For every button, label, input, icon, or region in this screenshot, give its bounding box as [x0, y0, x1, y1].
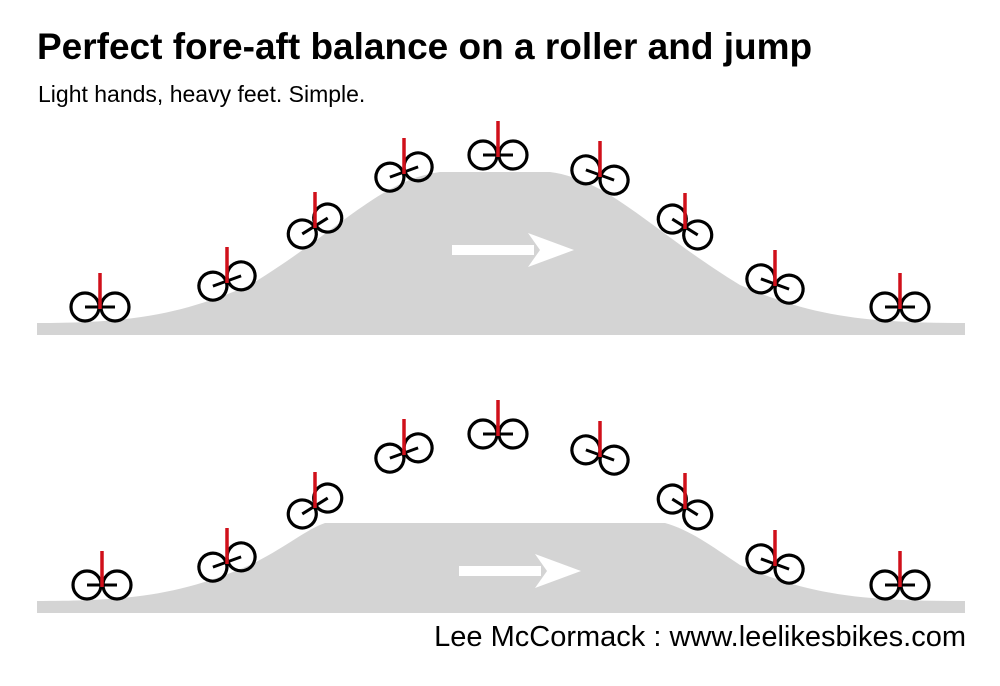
rider-icon [570, 421, 630, 476]
jump-direction-arrow [459, 554, 581, 588]
rider-icon [467, 121, 529, 171]
page-title: Perfect fore-aft balance on a roller and… [37, 26, 813, 67]
rider-icon [869, 551, 931, 601]
author-credit: Lee McCormack : www.leelikesbikes.com [434, 621, 966, 653]
rider-icon [745, 530, 805, 585]
rider-icon [71, 551, 133, 601]
rider-icon [656, 473, 714, 531]
rider-icon [869, 273, 931, 323]
rider-icon [286, 192, 344, 250]
rider-icon [467, 400, 529, 450]
rider-icon [745, 250, 805, 305]
roller-direction-arrow [452, 233, 574, 267]
rider-icon [374, 138, 434, 193]
rider-icon [197, 528, 257, 583]
rider-icon [656, 193, 714, 251]
rider-icon [197, 247, 257, 302]
page-subtitle: Light hands, heavy feet. Simple. [38, 81, 366, 107]
rider-icon [374, 419, 434, 474]
rider-icon [69, 273, 131, 323]
rider-icon [570, 141, 630, 196]
rider-icon [286, 472, 344, 530]
